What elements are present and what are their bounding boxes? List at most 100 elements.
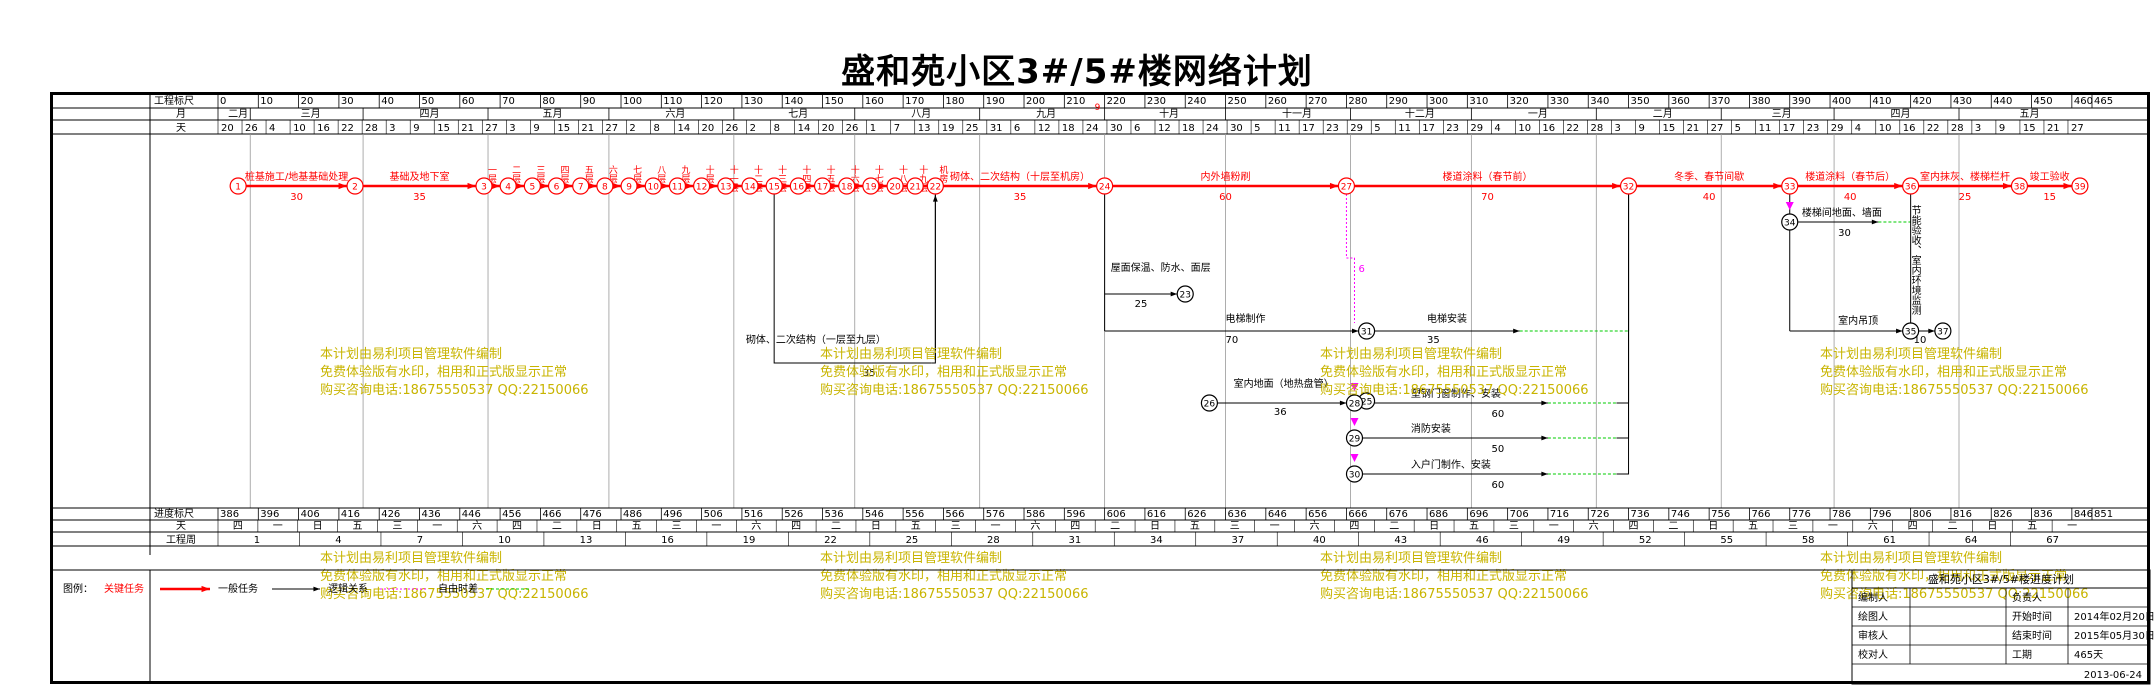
month-label: 四月 xyxy=(1891,108,1911,120)
day-label: 14 xyxy=(798,123,811,134)
edge-brick-up xyxy=(931,194,936,364)
watermark: 本计划由易利项目管理软件编制 xyxy=(320,551,502,566)
arrow-head xyxy=(491,182,501,190)
weekday-label: 六 xyxy=(472,520,482,532)
progress-tick: 826 xyxy=(1993,509,2012,520)
day-label: 23 xyxy=(1807,123,1820,134)
arrow-head xyxy=(612,182,622,190)
day-label: 27 xyxy=(485,123,498,134)
weekday-label: 一 xyxy=(711,521,721,532)
progress-tick: 386 xyxy=(220,509,239,520)
arrow-head xyxy=(636,182,646,190)
weekday-label: 五 xyxy=(353,521,363,532)
node-label: 37 xyxy=(1937,328,1948,338)
day-label: 27 xyxy=(1711,123,1724,134)
node-circle xyxy=(1345,394,1364,412)
weekday-label: 日 xyxy=(1987,521,1997,532)
week-label: 49 xyxy=(1557,535,1570,546)
node-circle xyxy=(1781,213,1799,231)
day-label: 28 xyxy=(1951,123,1964,134)
weekday-label: 四 xyxy=(233,521,243,532)
weekday-label: 一 xyxy=(432,521,442,532)
task-floor-dur: 36 xyxy=(1274,407,1287,418)
progress-tick: 616 xyxy=(1147,509,1166,520)
top-scale-tick: 330 xyxy=(1550,96,1569,107)
floor-label: 四层 xyxy=(559,165,570,184)
progress-tick: 536 xyxy=(825,509,844,520)
arrow-head xyxy=(1339,400,1347,406)
node-circle xyxy=(693,177,711,195)
weekday-label: 日 xyxy=(1150,521,1160,532)
critical-task-label: 室内抹灰、楼梯栏杆 xyxy=(1920,170,2010,183)
node-label: 25 xyxy=(1361,398,1372,408)
node-label: 10 xyxy=(648,183,660,193)
weekday-label: 一 xyxy=(1270,521,1280,532)
top-scale-tick: 10 xyxy=(260,96,273,107)
task-install-dur: 50 xyxy=(1492,444,1505,455)
day-label: 9 xyxy=(1639,123,1645,134)
node-circle xyxy=(1176,285,1194,303)
weekday-label: 四 xyxy=(1070,521,1080,532)
day-label: 18 xyxy=(1182,123,1195,134)
top-scale-tick: 180 xyxy=(945,96,964,107)
day-label: 15 xyxy=(1663,123,1676,134)
watermark: 免费体验版有水印，相用和正式版显示正常 xyxy=(320,568,567,584)
top-scale-tick: 320 xyxy=(1510,96,1529,107)
node-label: 33 xyxy=(1784,183,1795,193)
floor-label: 十八层 xyxy=(897,164,908,193)
day-label: 29 xyxy=(1350,123,1363,134)
node-label: 13 xyxy=(720,183,731,193)
node-circle xyxy=(813,177,832,195)
progress-tick: 726 xyxy=(1590,509,1609,520)
day-label: 4 xyxy=(269,123,275,134)
month-label: 五月 xyxy=(542,108,562,120)
day-label: 9 xyxy=(1999,123,2005,134)
legend-critical-label: 关键任务 xyxy=(104,582,144,595)
task-ceiling: 室内吊顶 xyxy=(1838,314,1878,327)
node-label: 15 xyxy=(768,183,779,193)
arrow-head xyxy=(1541,471,1548,477)
day-label: 16 xyxy=(317,123,330,134)
node-label: 3 xyxy=(481,183,487,193)
week-label: 7 xyxy=(417,535,423,546)
weekday-label: 日 xyxy=(1429,521,1439,532)
node-label: 2 xyxy=(352,183,358,193)
day-label: 7 xyxy=(894,123,900,134)
progress-tick: 406 xyxy=(301,509,320,520)
weekday-label: 二 xyxy=(1668,521,1678,532)
arrow-head xyxy=(313,586,320,592)
floor-label: 二层 xyxy=(510,165,521,184)
signature-right-label: 开始时间 xyxy=(2012,610,2052,623)
progress-tick: 436 xyxy=(422,509,441,520)
progress-tick: 506 xyxy=(704,509,723,520)
node-circle xyxy=(1902,177,1920,195)
day-label: 4 xyxy=(1855,123,1861,134)
week-label: 58 xyxy=(1802,535,1815,546)
arrow-head xyxy=(932,195,938,202)
top-scale-tick: 100 xyxy=(623,96,642,107)
watermark: 本计划由易利项目管理软件编制 xyxy=(820,551,1002,566)
node-circle xyxy=(926,177,944,195)
week-label: 19 xyxy=(743,535,756,546)
arrow-head xyxy=(2003,182,2012,190)
watermark: 购买咨询电话:18675550537 QQ:22150066 xyxy=(820,586,1089,602)
top-scale-tick: 240 xyxy=(1187,96,1206,107)
top-scale-tick: 90 xyxy=(583,96,596,107)
signature-left-label: 编制人 xyxy=(1858,591,1888,604)
arrow-head xyxy=(201,585,210,593)
month-label: 二月 xyxy=(1653,108,1673,120)
signature-box xyxy=(1851,569,2151,685)
watermark: 购买咨询电话:18675550537 QQ:22150066 xyxy=(1820,586,2089,602)
floor-label: 十六层 xyxy=(849,164,860,193)
task-elev-install: 电梯安装 xyxy=(1427,312,1467,325)
task-energy-dur: 10 xyxy=(1914,335,1927,346)
top-scale-tick: 465 xyxy=(2094,96,2113,107)
progress-tick: 776 xyxy=(1792,509,1811,520)
node-label: 39 xyxy=(2074,183,2086,193)
node-label: 12 xyxy=(696,183,707,193)
progress-tick: 546 xyxy=(865,509,884,520)
legend-logic-label: 逻辑关系 xyxy=(328,582,368,595)
top-scale-tick: 230 xyxy=(1147,96,1166,107)
top-scale-tick: 60 xyxy=(462,96,475,107)
